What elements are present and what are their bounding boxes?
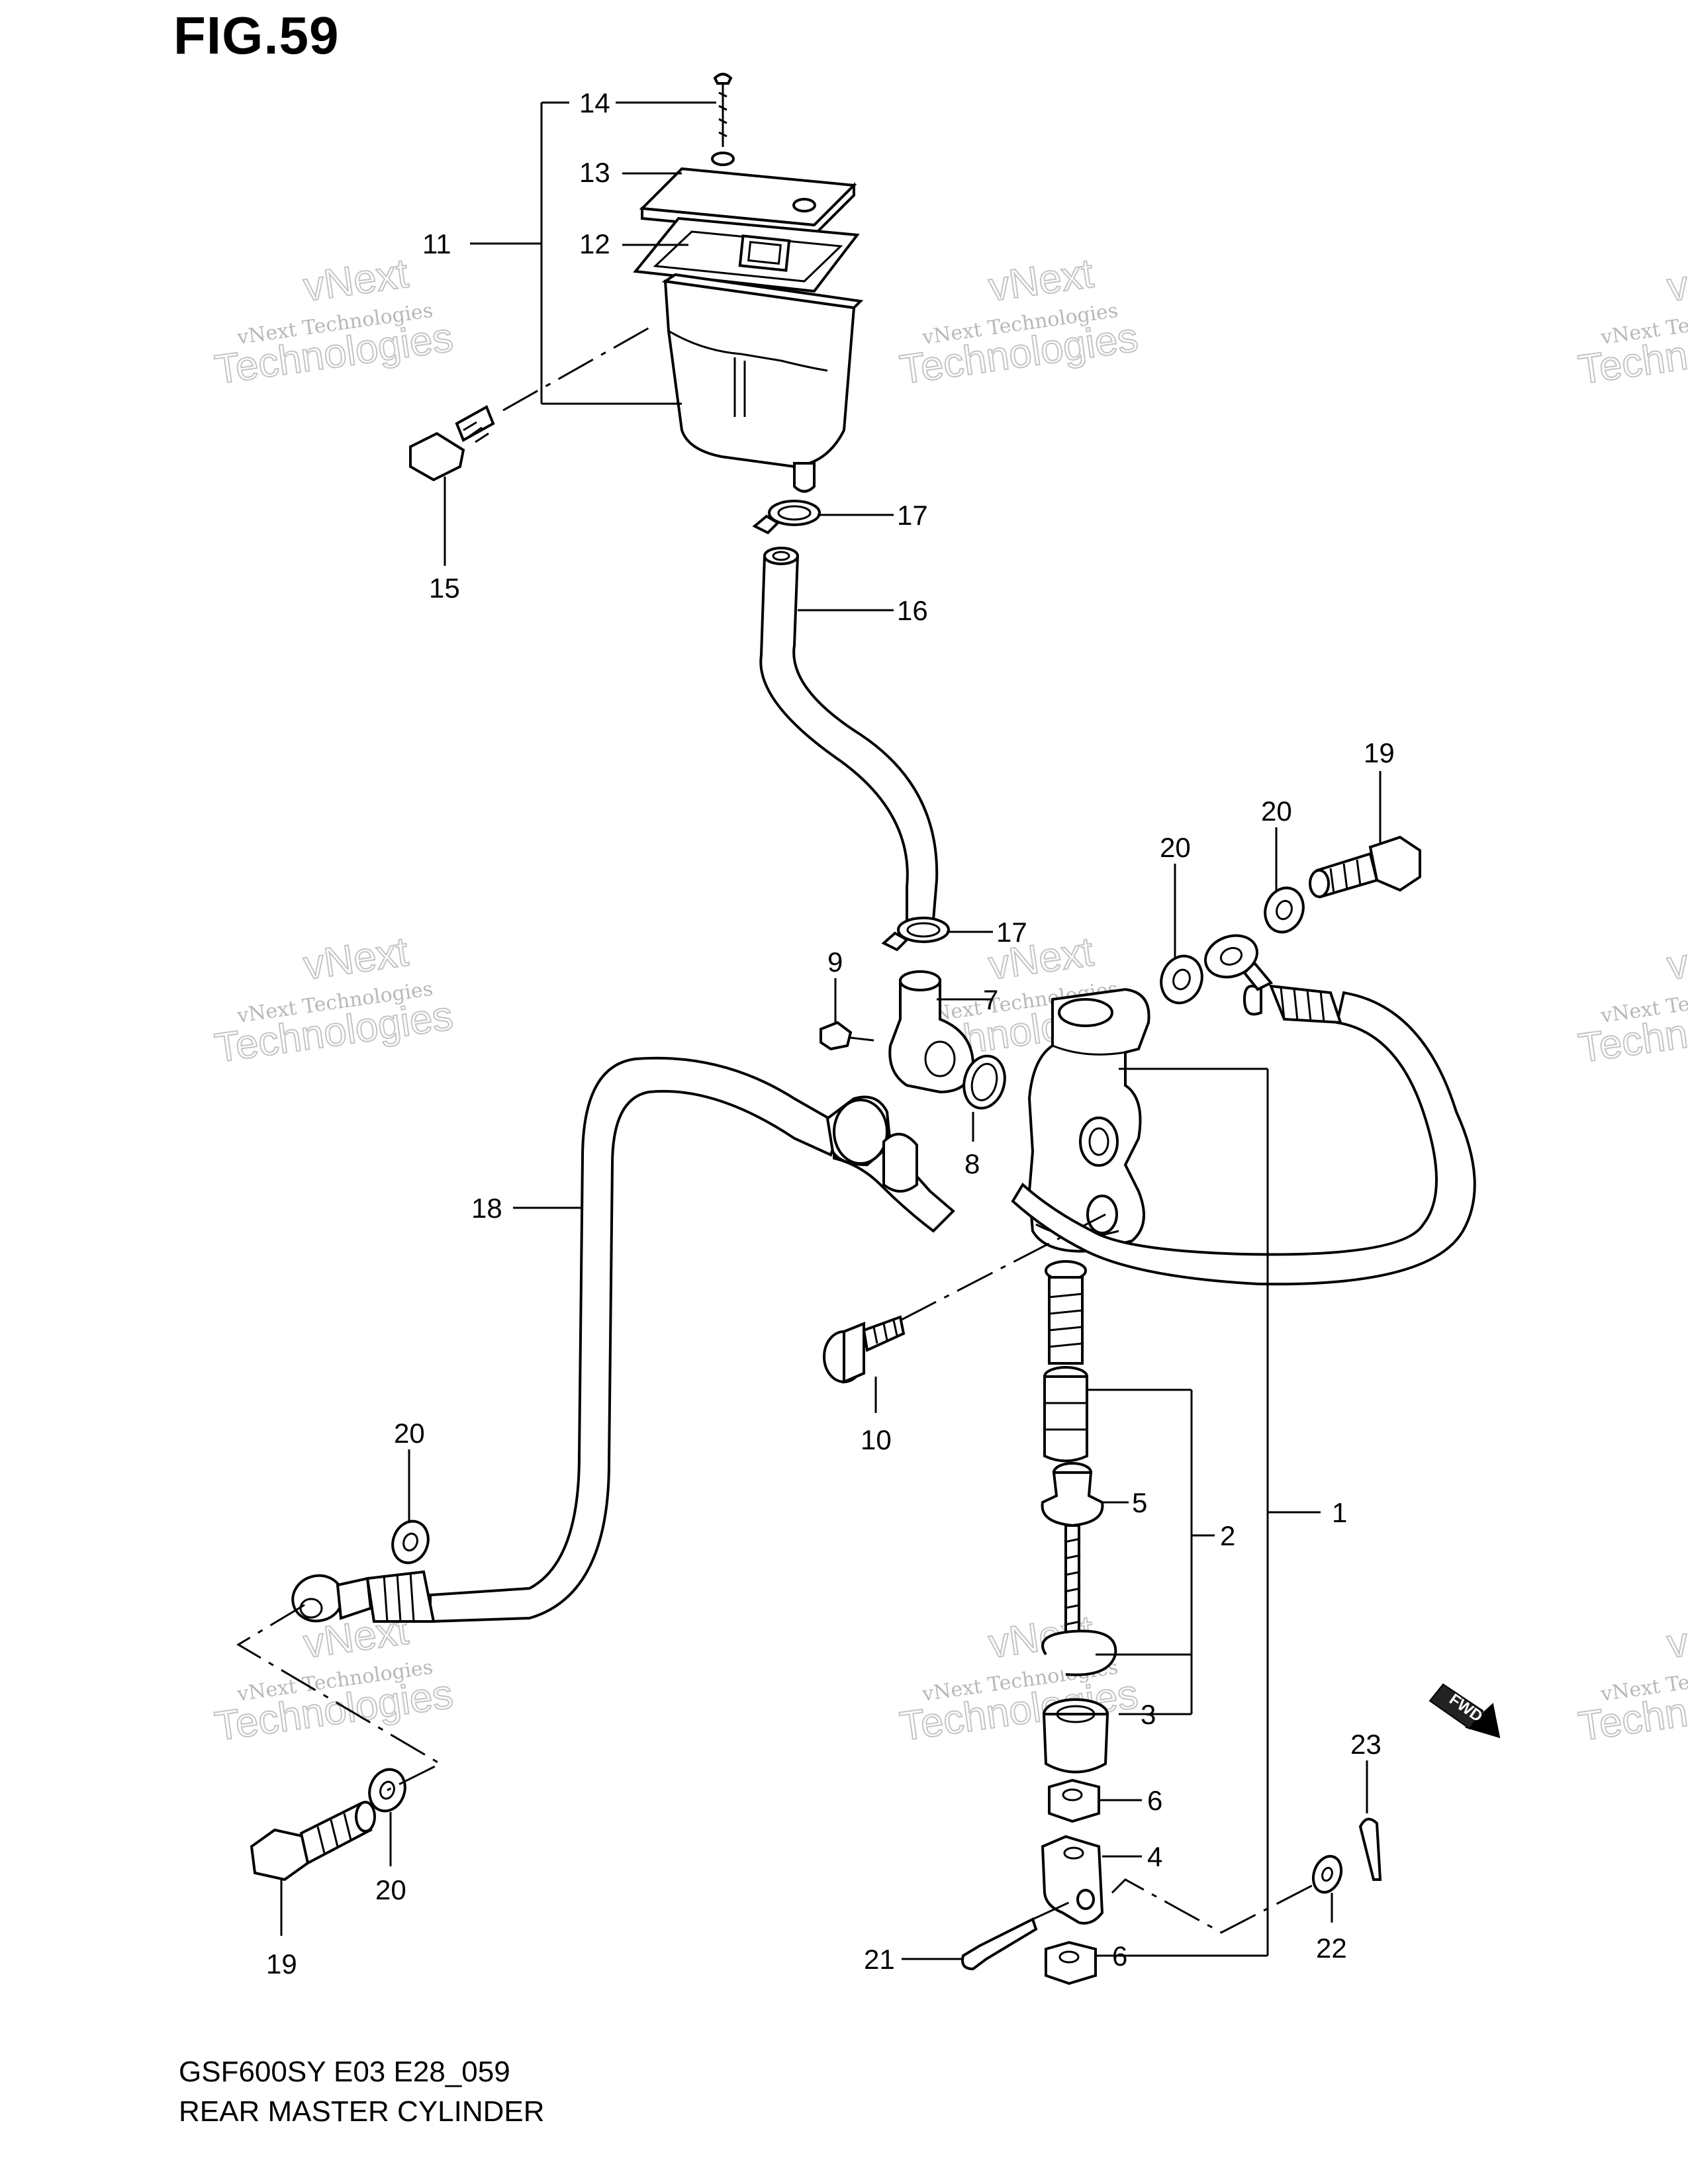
- callout-14: 14: [579, 87, 610, 118]
- piston-spring: [1045, 1260, 1087, 1365]
- callout-6-lower: 6: [1112, 1940, 1127, 1972]
- connector-screw: [820, 1021, 874, 1051]
- callout-15: 15: [429, 572, 460, 604]
- clevis-pin: [961, 1917, 1038, 1971]
- callout-8: 8: [964, 1148, 980, 1179]
- banjo-bolt-right: [1309, 835, 1421, 899]
- callout-labels: 14 13 12 11 15 17 16 17 9 7 8 20 20 19 1…: [266, 87, 1395, 1979]
- callout-22: 22: [1316, 1933, 1347, 1964]
- callout-6-upper: 6: [1147, 1785, 1162, 1816]
- watermark: vNext vNext Technologies Technologies: [896, 250, 1141, 394]
- piston-stop-ring: [1042, 1698, 1109, 1774]
- piston-cup: [1043, 1366, 1088, 1463]
- callout-20-left-lower: 20: [375, 1874, 406, 1905]
- banjo-fitting-left: [291, 1570, 436, 1623]
- callout-4: 4: [1147, 1841, 1162, 1872]
- callout-3: 3: [1141, 1699, 1156, 1730]
- cotter-pin: [1358, 1817, 1382, 1881]
- watermark: vNext vNext Technologies Technologies: [1575, 929, 1688, 1072]
- callout-16: 16: [897, 595, 928, 626]
- model-code: GSF600SY E03 E28_059: [179, 2056, 510, 2088]
- svg-text:vNext: vNext: [1664, 1608, 1688, 1667]
- figure-title: FIG.59: [173, 6, 340, 65]
- connector-o-ring: [962, 1054, 1006, 1110]
- callout-18: 18: [471, 1193, 502, 1224]
- left-banjo-alignment-line: [236, 1604, 443, 1792]
- callout-20-left-upper: 20: [394, 1418, 425, 1449]
- pushrod-boot: [1041, 1462, 1104, 1527]
- leader-lines: [280, 101, 1382, 1960]
- callout-23: 23: [1350, 1729, 1382, 1760]
- svg-text:vNext: vNext: [301, 251, 411, 310]
- callout-20-inner: 20: [1160, 832, 1191, 863]
- svg-text:vNext: vNext: [301, 929, 411, 989]
- banjo-fitting-right: [1204, 934, 1274, 991]
- callout-19-left: 19: [266, 1948, 297, 1979]
- hose-fitting-right: [1243, 984, 1342, 1024]
- callout-1: 1: [1332, 1497, 1347, 1528]
- callout-11: 11: [422, 228, 451, 259]
- watermark: vNext vNext Technologies Technologies: [211, 1607, 456, 1751]
- inlet-connector: [888, 970, 975, 1094]
- mounting-bolt: [823, 1315, 906, 1385]
- callout-12: 12: [579, 228, 610, 259]
- sealing-washer-right-inner: [1160, 954, 1203, 1005]
- diagram-name: REAR MASTER CYLINDER: [179, 2095, 545, 2128]
- clevis-pin-alignment-line: [1032, 1898, 1076, 1921]
- cotter-alignment-line: [1111, 1878, 1318, 1934]
- forward-arrow-icon: FWD: [1429, 1683, 1501, 1739]
- watermark: vNext vNext Technologies Technologies: [211, 929, 456, 1072]
- reservoir-alignment-line: [502, 323, 656, 412]
- reservoir-tank: [661, 273, 864, 493]
- svg-text:vNext: vNext: [1664, 251, 1688, 310]
- pushrod: [1064, 1524, 1081, 1636]
- callout-21: 21: [864, 1944, 895, 1975]
- callout-13: 13: [579, 157, 610, 188]
- callout-10: 10: [861, 1424, 892, 1455]
- sealing-washer-left-upper: [391, 1520, 430, 1565]
- hose-fitting-left: [825, 1095, 918, 1193]
- callout-19-right: 19: [1364, 737, 1395, 768]
- callout-2: 2: [1220, 1520, 1235, 1551]
- master-cylinder-body: [1027, 987, 1150, 1253]
- reservoir-bolt: [409, 405, 495, 482]
- reservoir-screw: [713, 73, 733, 147]
- pushrod-clevis: [1041, 1835, 1104, 1925]
- watermark: vNext vNext Technologies Technologies: [211, 250, 456, 394]
- callout-17-lower: 17: [996, 917, 1027, 948]
- svg-text:vNext: vNext: [986, 251, 1096, 310]
- watermark: vNext vNext Technologies Technologies: [1575, 250, 1688, 394]
- callout-20-outer: 20: [1261, 796, 1292, 827]
- reservoir-diaphragm: [633, 216, 860, 293]
- snap-ring: [1041, 1629, 1117, 1676]
- callout-9: 9: [827, 946, 843, 978]
- callout-7: 7: [983, 984, 998, 1015]
- locknut-lower: [1045, 1940, 1097, 1985]
- washer-22: [1311, 1854, 1343, 1894]
- svg-text:vNext: vNext: [1664, 929, 1688, 989]
- watermark: vNext vNext Technologies Technologies: [1575, 1607, 1688, 1751]
- callout-17-upper: 17: [897, 500, 928, 531]
- hose-clamp-upper: [752, 500, 821, 535]
- sealing-washer-right-outer: [1264, 886, 1305, 934]
- callout-5: 5: [1132, 1487, 1147, 1518]
- banjo-bolt-left: [250, 1801, 376, 1882]
- locknut-upper: [1048, 1778, 1100, 1823]
- hose-clamp-lower: [881, 917, 950, 952]
